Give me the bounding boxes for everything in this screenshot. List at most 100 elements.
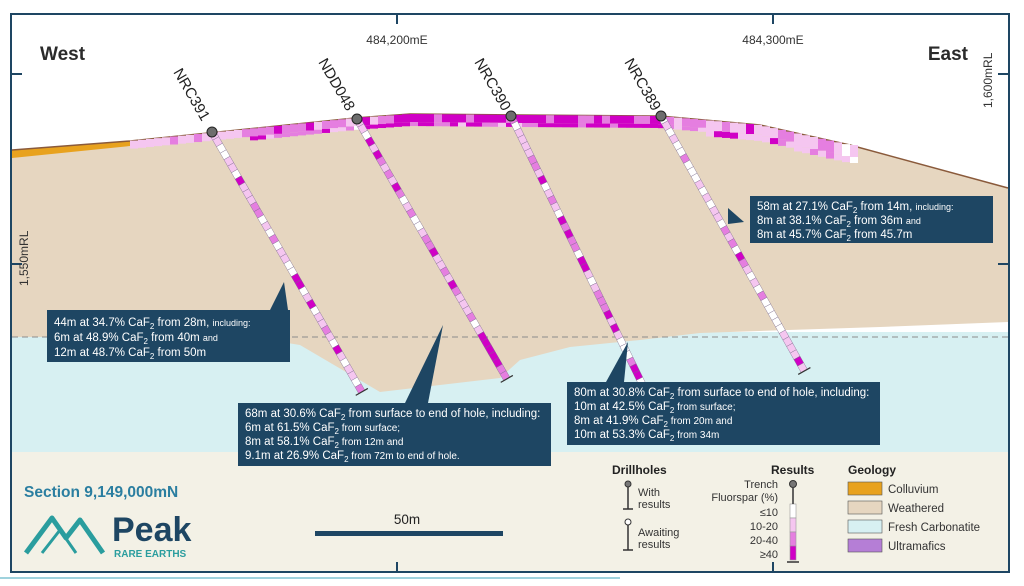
legend-bin-3: 20-40 [750, 535, 778, 547]
callout-pointers [270, 208, 744, 403]
trench-interval [746, 124, 754, 135]
trench-interval [674, 125, 682, 130]
trench-interval [466, 122, 474, 127]
trench-interval [842, 156, 850, 163]
legend-geology-ultramafics: Ultramafics [888, 541, 946, 553]
callout-nrc389-line-1: 58m at 27.1% CaF2 from 14m, including: [757, 201, 954, 215]
trench-interval [850, 145, 858, 157]
trench-interval [594, 115, 602, 124]
trench-interval [154, 138, 162, 147]
rl-label-1550: 1,550mRL [17, 230, 31, 286]
trench-interval [802, 135, 810, 148]
trench-interval [650, 115, 658, 124]
trench-interval [458, 114, 466, 123]
trench-interval [706, 120, 714, 131]
trench-interval [266, 134, 274, 139]
scale-bar [315, 531, 503, 536]
legend-trench-label: Trench [744, 479, 778, 491]
trench-interval [698, 119, 706, 128]
trench-interval [506, 122, 514, 127]
drillhole-collar [505, 110, 517, 122]
trench-interval [698, 127, 706, 132]
trench-interval [522, 123, 530, 128]
trench-interval [410, 122, 418, 127]
trench-interval [418, 122, 426, 127]
rl-label-1600: 1,600mRL [981, 52, 995, 108]
trench-interval [450, 114, 458, 123]
trench-interval [394, 122, 402, 127]
trench-interval [226, 130, 234, 139]
trench-interval [346, 118, 354, 127]
fresh-carbonatite-swatch [847, 519, 883, 534]
colluvium-zone [12, 141, 130, 158]
trench-interval [546, 115, 554, 124]
trench-interval [554, 115, 562, 124]
scale-bar-label: 50m [394, 512, 420, 527]
collar-awaiting-icon [624, 518, 632, 526]
legend-results: Results Trench Fluorspar (%) ≤10 10-20 2… [711, 463, 815, 563]
trench-interval [314, 121, 322, 130]
legend-with-results-1: With [638, 487, 660, 499]
end-of-hole-tick [500, 374, 514, 383]
legend-awaiting-2: results [638, 539, 671, 551]
trench-interval [634, 115, 642, 124]
trench-interval [690, 119, 698, 128]
callout-nrc391-line-2: 6m at 48.9% CaF2 from 40m and [54, 332, 218, 346]
trench-interval [162, 137, 170, 146]
trench-interval [530, 123, 538, 128]
drillhole-collar [351, 113, 363, 125]
callout-nrc390-line-1: 80m at 30.8% CaF2 from surface to end of… [574, 387, 869, 401]
legend-swatch-4 [789, 545, 797, 561]
trench-interval [754, 124, 762, 135]
end-of-hole-tick [355, 387, 369, 396]
trench-interval [138, 139, 146, 148]
trench-interval [458, 122, 466, 127]
trench-interval [682, 126, 690, 131]
trench-interval [130, 140, 138, 149]
trench-interval [706, 130, 714, 137]
trench-interval [146, 138, 154, 147]
trench-interval [610, 115, 618, 124]
trench-interval [322, 120, 330, 129]
trench-interval [474, 122, 482, 127]
trench-interval [394, 114, 402, 123]
trench-interval [522, 115, 530, 124]
trench-interval [794, 133, 802, 146]
trench-interval [498, 122, 506, 127]
trench-interval [218, 131, 226, 140]
trench-interval [754, 134, 762, 141]
trench-interval [266, 126, 274, 135]
trench-interval [362, 125, 370, 130]
trench-interval [730, 122, 738, 133]
trench-interval [602, 123, 610, 128]
trench-interval [810, 137, 818, 149]
legend-geology: Geology Colluvium Weathered Fresh Carbon… [847, 463, 980, 553]
colluvium-swatch [847, 481, 883, 496]
trench-interval [234, 129, 242, 138]
trench-interval [570, 115, 578, 124]
trench-interval [426, 114, 434, 123]
trench-interval [834, 142, 842, 155]
trench-interval [826, 140, 834, 153]
trench-interval [810, 149, 818, 155]
callout-nrc391: 44m at 34.7% CaF2 from 28m, including: 6… [47, 310, 290, 362]
trench-interval [474, 114, 482, 123]
trench-interval [762, 126, 770, 137]
trench-interval [690, 127, 698, 132]
trench-interval [778, 129, 786, 140]
trench-interval [826, 152, 834, 159]
trench-interval [298, 131, 306, 136]
trench-interval [642, 123, 650, 128]
trench-interval [338, 127, 346, 132]
trench-interval [298, 123, 306, 132]
trench-interval [426, 122, 434, 127]
trench-interval [274, 125, 282, 134]
logo-subtitle: RARE EARTHS [114, 549, 187, 560]
trench-interval [410, 114, 418, 123]
legend-bin-1: ≤10 [760, 507, 778, 519]
trench-interval [322, 128, 330, 133]
legend-awaiting-1: Awaiting [638, 527, 679, 539]
trench-interval [762, 136, 770, 143]
trench-interval [442, 114, 450, 123]
